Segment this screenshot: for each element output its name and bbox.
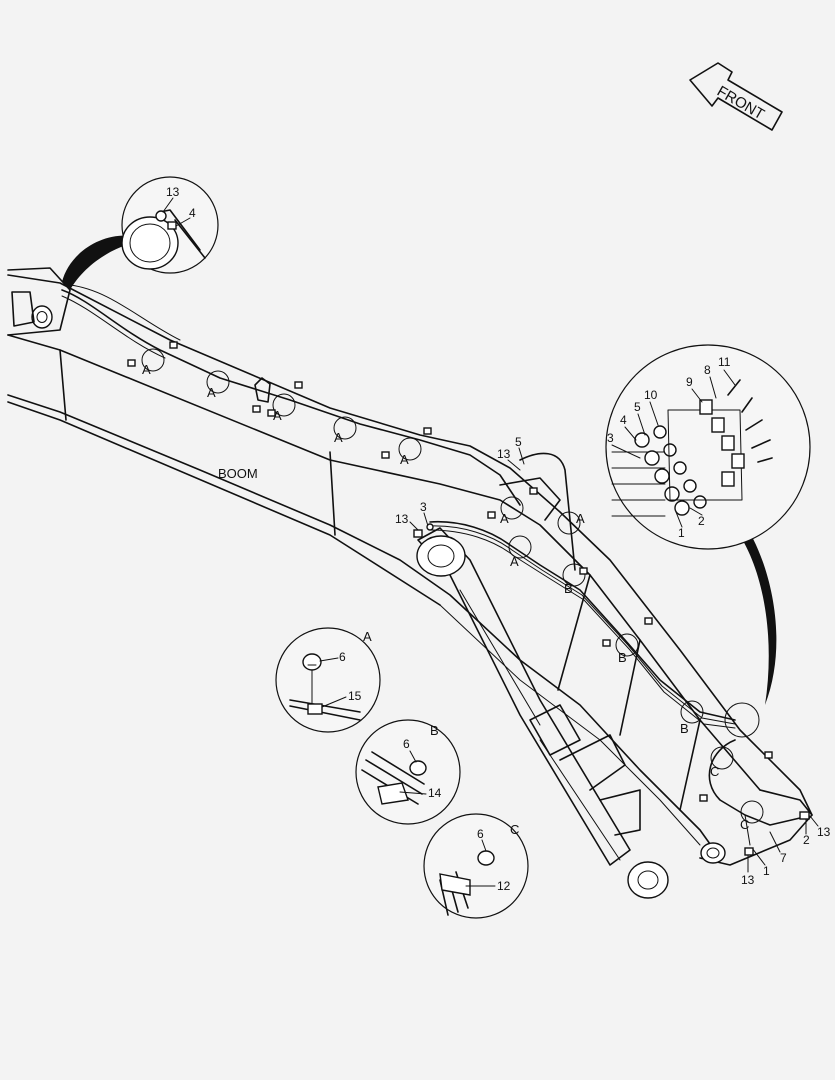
clamp-label-a7: A [510, 554, 519, 569]
callout-13-upper: 13 [497, 447, 511, 461]
clamp-label-a1: A [142, 362, 151, 377]
detail-circle-foot: 13 4 [62, 176, 219, 290]
callout-13-right: 13 [817, 825, 831, 839]
detail-a-letter: A [363, 629, 372, 644]
callout-2: 2 [803, 833, 810, 847]
callout-9: 9 [686, 375, 693, 389]
boom-cylinder [416, 527, 669, 899]
callout-3: 3 [420, 500, 427, 514]
callout-1-connector: 1 [678, 526, 685, 540]
front-arrow: FRONT [689, 62, 783, 131]
callout-5: 5 [515, 435, 522, 449]
callout-6-b: 6 [403, 737, 410, 751]
callout-1: 1 [763, 864, 770, 878]
callout-14: 14 [428, 786, 442, 800]
clamp-label-c1: C [710, 764, 719, 779]
front-label: FRONT [714, 83, 767, 124]
clamp-label-a5: A [400, 452, 409, 467]
detail-circle-connector: 11 8 9 10 5 4 3 2 1 [605, 344, 811, 705]
clamp-label-b2: B [618, 650, 627, 665]
boom-label: BOOM [218, 466, 258, 481]
callout-4-connector: 4 [620, 413, 627, 427]
callout-13-bottom: 13 [741, 873, 755, 887]
callout-5-connector: 5 [634, 400, 641, 414]
clamp-label-a2: A [207, 385, 216, 400]
detail-b: B 6 14 [355, 719, 461, 825]
detail-c-letter: C [510, 822, 519, 837]
clamp-label-a8: A [576, 511, 585, 526]
callout-13-foot: 13 [166, 185, 180, 199]
wiring-harness [61, 284, 801, 846]
callout-4: 4 [189, 206, 196, 220]
callout-2-connector: 2 [698, 514, 705, 528]
clamp-label-b3: B [680, 721, 689, 736]
callout-13-cyl: 13 [395, 512, 409, 526]
detail-b-letter: B [430, 723, 439, 738]
boom-structure [7, 267, 813, 866]
callout-6-a: 6 [339, 650, 346, 664]
clamp-label-b1: B [564, 581, 573, 596]
callout-8: 8 [704, 363, 711, 377]
connector-housings [611, 379, 773, 517]
clamp-label-a6: A [500, 511, 509, 526]
clamp-label-c2: C [740, 817, 749, 832]
callout-6-c: 6 [477, 827, 484, 841]
clamp-label-a4: A [334, 430, 343, 445]
callout-10: 10 [644, 388, 658, 402]
callout-11: 11 [718, 355, 731, 369]
clamp-letters: A A A A A A A A B B B C C [142, 362, 749, 832]
detail-a: A 6 15 [275, 627, 381, 733]
clamp-label-a3: A [273, 408, 282, 423]
clamp-markers [127, 341, 773, 824]
callout-12: 12 [497, 879, 511, 893]
boom-callouts: 5 13 3 13 2 13 7 1 13 [395, 435, 831, 887]
callout-3-connector: 3 [607, 431, 614, 445]
callout-7: 7 [780, 851, 787, 865]
detail-c: C 6 12 [423, 813, 529, 919]
callout-15: 15 [348, 689, 362, 703]
